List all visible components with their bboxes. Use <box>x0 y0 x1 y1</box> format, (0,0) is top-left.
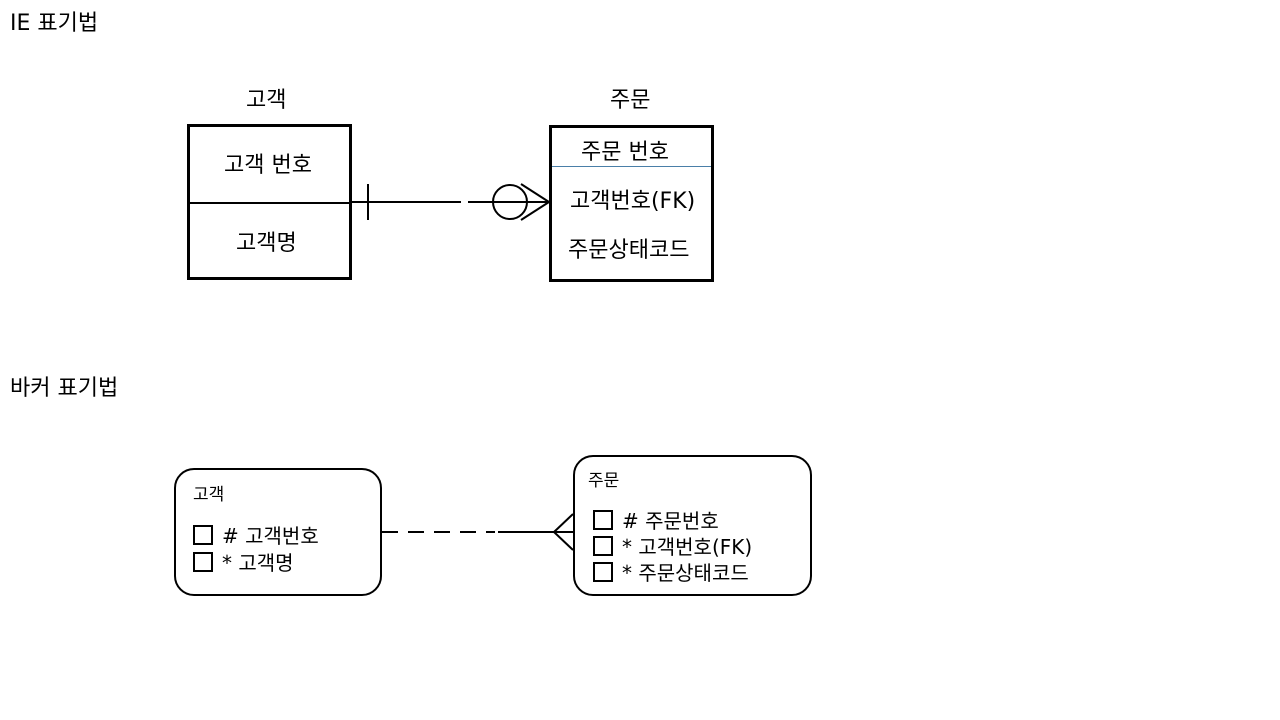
ie-optional-circle <box>492 184 528 220</box>
barker-order-attr-1: # 주문번호 <box>593 505 719 534</box>
barker-customer-attr-2: * 고객명 <box>193 547 294 576</box>
barker-order-attr-3: * 주문상태코드 <box>593 557 749 586</box>
ie-customer-attr: 고객명 <box>236 231 297 256</box>
barker-order-attr-2: * 고객번호(FK) <box>593 531 752 560</box>
barker-customer-entity[interactable]: 고객 # 고객번호 * 고객명 <box>174 468 382 596</box>
checkbox-icon <box>193 551 213 572</box>
ie-crowfoot-lower <box>520 201 550 221</box>
ie-customer-pk: 고객 번호 <box>224 153 312 178</box>
ie-order-attr-2: 주문상태코드 <box>568 238 690 263</box>
barker-customer-name: 고객 <box>193 485 225 505</box>
checkbox-icon <box>593 535 613 556</box>
ie-section-title: IE 표기법 <box>10 11 99 36</box>
barker-order-entity[interactable]: 주문 # 주문번호 * 고객번호(FK) * 주문상태코드 <box>573 455 812 596</box>
ie-crowfoot-upper <box>520 183 550 203</box>
ie-order-divider <box>552 166 711 167</box>
ie-order-attr-1: 고객번호(FK) <box>570 189 696 214</box>
ie-customer-divider <box>190 202 349 204</box>
barker-crowfoot-upper <box>553 513 574 533</box>
checkbox-icon <box>193 524 213 545</box>
checkbox-icon <box>593 561 613 582</box>
barker-customer-attr-1: # 고객번호 <box>193 520 319 549</box>
ie-order-entity[interactable]: 주문 번호 고객번호(FK) 주문상태코드 <box>549 125 714 282</box>
checkbox-icon <box>593 509 613 530</box>
ie-customer-entity[interactable]: 고객 번호 고객명 <box>187 124 352 280</box>
ie-order-pk: 주문 번호 <box>581 140 669 165</box>
ie-order-entity-name: 주문 <box>610 88 651 113</box>
barker-crowfoot-lower <box>553 531 574 551</box>
ie-customer-entity-name: 고객 <box>246 88 287 113</box>
barker-section-title: 바커 표기법 <box>10 376 119 401</box>
barker-order-name: 주문 <box>588 471 620 491</box>
